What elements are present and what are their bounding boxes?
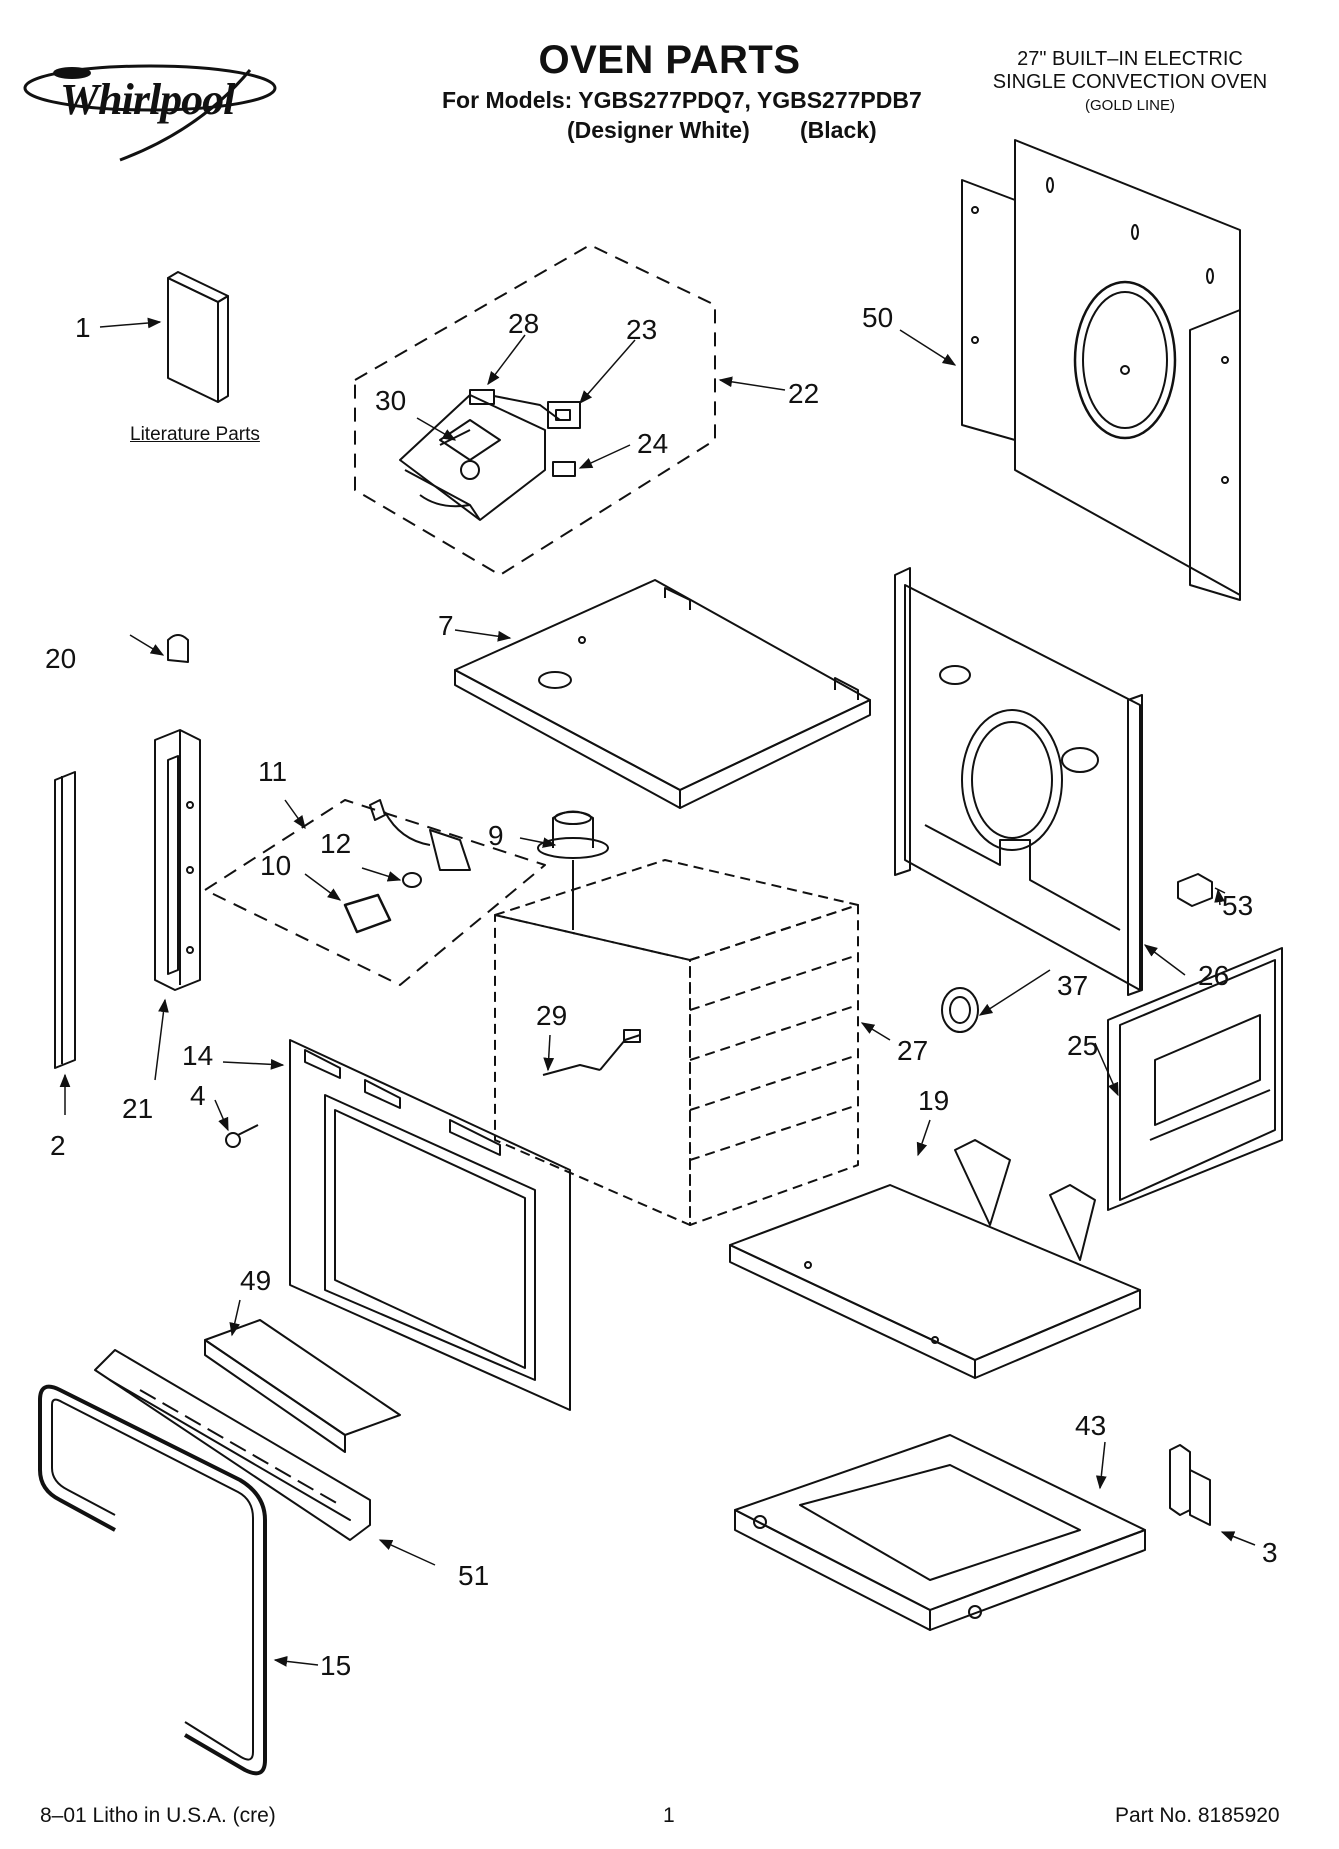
brand-logo: Whirlpool xyxy=(60,75,235,124)
part-51-vent-trim xyxy=(94,1349,371,1541)
callout-26: 26 xyxy=(1198,960,1230,991)
part-11-lamp-assembly xyxy=(204,799,546,986)
part-29-element xyxy=(542,1029,641,1076)
model-color-2: (Black) xyxy=(800,117,877,143)
part-19-bottom-tray xyxy=(729,1139,1141,1379)
part-2-side-trim xyxy=(54,771,76,1069)
callout-24: 24 xyxy=(637,428,669,459)
footer-page-number: 1 xyxy=(663,1804,675,1827)
callout-14: 14 xyxy=(182,1040,214,1071)
callout-27: 27 xyxy=(897,1035,929,1066)
part-9-fan-motor xyxy=(537,810,609,930)
part-4-screw xyxy=(225,1124,259,1148)
callout-20: 20 xyxy=(45,643,77,674)
part-53-bracket xyxy=(1177,873,1213,907)
callout-22: 22 xyxy=(788,378,820,409)
whirlpool-logo-swoosh xyxy=(23,64,277,162)
part-26-rear-baffle xyxy=(894,567,1143,996)
part-14-front-frame xyxy=(289,1039,571,1411)
callout-25: 25 xyxy=(1067,1030,1099,1061)
callout-43: 43 xyxy=(1075,1410,1107,1441)
part-49-vent-channel xyxy=(204,1319,401,1453)
part-27-oven-cavity xyxy=(494,859,859,1226)
literature-parts-label: Literature Parts xyxy=(130,424,260,445)
callout-21: 21 xyxy=(122,1093,154,1124)
callout-9: 9 xyxy=(488,820,504,851)
model-numbers: For Models: YGBS277PDQ7, YGBS277PDB7 xyxy=(442,87,922,113)
product-line-1: 27" BUILT–IN ELECTRIC xyxy=(1017,48,1243,70)
callout-12: 12 xyxy=(320,828,352,859)
callout-28: 28 xyxy=(508,308,540,339)
part-7-top-panel xyxy=(454,579,871,809)
callout-29: 29 xyxy=(536,1000,568,1031)
model-color-1: (Designer White) xyxy=(567,117,750,143)
part-20-clip xyxy=(167,634,189,663)
part-21-side-rail xyxy=(154,729,201,991)
callout-1: 1 xyxy=(75,312,91,343)
callout-50: 50 xyxy=(862,302,894,333)
part-3-bracket xyxy=(1169,1444,1211,1526)
callout-7: 7 xyxy=(438,610,454,641)
leader-lines xyxy=(59,317,1256,1667)
callout-30: 30 xyxy=(375,385,407,416)
callout-4: 4 xyxy=(190,1080,206,1111)
callout-3: 3 xyxy=(1262,1537,1278,1568)
page-title: OVEN PARTS xyxy=(538,38,801,82)
callout-51: 51 xyxy=(458,1560,490,1591)
product-line-3: (GOLD LINE) xyxy=(1084,97,1175,114)
part-43-bottom-pan xyxy=(734,1434,1146,1631)
callout-2: 2 xyxy=(50,1130,66,1161)
callout-15: 15 xyxy=(320,1650,352,1681)
part-50-rear-panel xyxy=(961,139,1241,601)
part-1-literature xyxy=(167,271,229,403)
part-22-control-assembly xyxy=(354,244,716,576)
callout-19: 19 xyxy=(918,1085,950,1116)
callout-10: 10 xyxy=(260,850,292,881)
callout-53: 53 xyxy=(1222,890,1254,921)
callout-49: 49 xyxy=(240,1265,272,1296)
callout-37: 37 xyxy=(1057,970,1089,1001)
footer-litho: 8–01 Litho in U.S.A. (cre) xyxy=(40,1804,276,1827)
part-37-sensor xyxy=(941,987,979,1033)
part-25-side-panel xyxy=(1107,947,1283,1211)
callout-23: 23 xyxy=(626,314,658,345)
part-15-gasket xyxy=(38,1384,267,1776)
product-line-2: SINGLE CONVECTION OVEN xyxy=(992,71,1268,93)
footer-part-number: Part No. 8185920 xyxy=(1115,1804,1280,1827)
callout-11: 11 xyxy=(258,756,288,787)
